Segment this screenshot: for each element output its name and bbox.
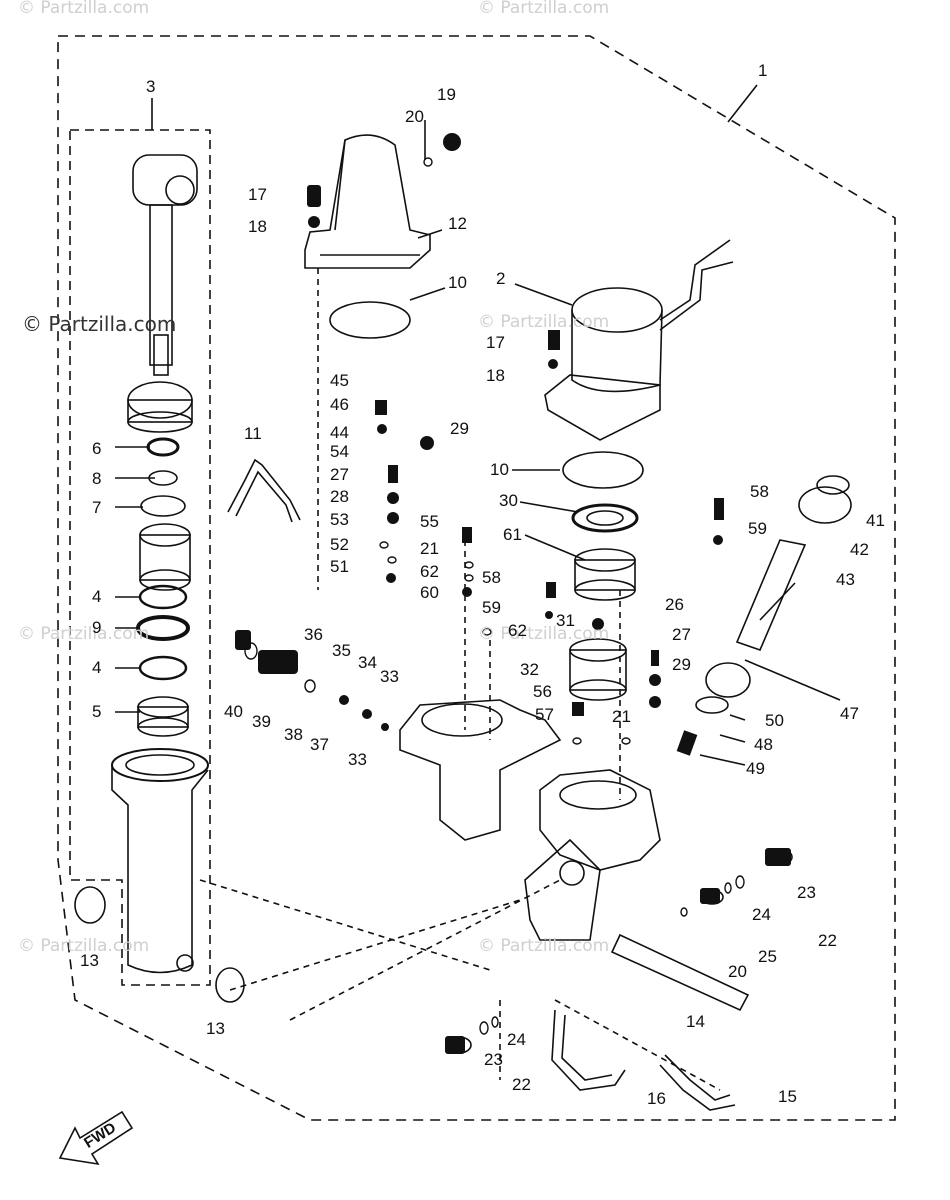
callout: 6 <box>92 439 102 458</box>
cylinder-boundary <box>69 129 211 986</box>
callout: 11 <box>244 424 262 443</box>
callout: 27 <box>330 465 349 484</box>
callout: 1 <box>758 61 768 80</box>
watermark: © Partzilla.com <box>478 0 610 18</box>
callout: 45 <box>330 371 349 390</box>
callout: 50 <box>765 711 784 730</box>
callout: 56 <box>533 682 552 701</box>
callout: 41 <box>866 511 885 530</box>
callout: 8 <box>92 469 102 488</box>
callout: 49 <box>746 759 765 778</box>
callout: 57 <box>535 705 554 724</box>
callout: 10 <box>448 273 467 292</box>
callout: 4 <box>92 587 102 606</box>
watermark: © Partzilla.com <box>18 0 150 18</box>
callout: 36 <box>304 625 323 644</box>
callout: 13 <box>206 1019 225 1038</box>
callout: 52 <box>330 535 349 554</box>
callout: 32 <box>520 660 539 679</box>
callout: 59 <box>748 519 767 538</box>
assembly-boundary <box>57 35 896 1121</box>
callout: 23 <box>797 883 816 902</box>
callout: 26 <box>665 595 684 614</box>
callout: 15 <box>778 1087 797 1106</box>
watermark: © Partzilla.com <box>18 936 150 956</box>
callout: 37 <box>310 735 329 754</box>
callout: 3 <box>146 77 156 96</box>
callout: 17 <box>486 333 505 352</box>
watermark: © Partzilla.com <box>478 312 610 332</box>
callout: 7 <box>92 498 102 517</box>
callout: 61 <box>503 525 522 544</box>
callout: 28 <box>330 487 349 506</box>
callout: 44 <box>330 423 349 442</box>
callout: 53 <box>330 510 349 529</box>
callout: 58 <box>750 482 769 501</box>
callout: 17 <box>248 185 267 204</box>
callout: 4 <box>92 658 102 677</box>
watermark: © Partzilla.com <box>22 312 177 336</box>
callout: 40 <box>224 702 243 721</box>
callout: 29 <box>672 655 691 674</box>
callout: 38 <box>284 725 303 744</box>
callout: 60 <box>420 583 439 602</box>
callout: 20 <box>405 107 424 126</box>
callout: 27 <box>672 625 691 644</box>
callout: 51 <box>330 557 349 576</box>
callout: 25 <box>758 947 777 966</box>
fwd-arrow-icon <box>58 1110 134 1166</box>
callout: 18 <box>248 217 267 236</box>
callout: 54 <box>330 442 349 461</box>
callout: 22 <box>818 931 837 950</box>
callout: 12 <box>448 214 467 233</box>
callout: 9 <box>92 618 102 637</box>
callout: 13 <box>80 951 99 970</box>
callout: 14 <box>686 1012 705 1031</box>
callout: 46 <box>330 395 349 414</box>
callout: 22 <box>512 1075 531 1094</box>
callout: 21 <box>420 539 439 558</box>
callout: 24 <box>507 1030 526 1049</box>
callout: 55 <box>420 512 439 531</box>
callout: 5 <box>92 702 102 721</box>
callout: 35 <box>332 641 351 660</box>
callout: 59 <box>482 598 501 617</box>
callout: 23 <box>484 1050 503 1069</box>
callout: 62 <box>420 562 439 581</box>
callout: 24 <box>752 905 771 924</box>
callout: 16 <box>647 1089 666 1108</box>
callout: 29 <box>450 419 469 438</box>
callout: 34 <box>358 653 377 672</box>
callout: 48 <box>754 735 773 754</box>
callout: 30 <box>499 491 518 510</box>
callout: 19 <box>437 85 456 104</box>
callout: 2 <box>496 269 506 288</box>
watermark: © Partzilla.com <box>18 624 150 644</box>
callout: 47 <box>840 704 859 723</box>
callout: 18 <box>486 366 505 385</box>
callout: 33 <box>380 667 399 686</box>
callout: 43 <box>836 570 855 589</box>
callout: 31 <box>556 611 575 630</box>
callout: 39 <box>252 712 271 731</box>
callout: 10 <box>490 460 509 479</box>
watermark: © Partzilla.com <box>478 624 610 644</box>
callout: 62 <box>508 621 527 640</box>
callout: 42 <box>850 540 869 559</box>
callout: 33 <box>348 750 367 769</box>
callout: 21 <box>612 707 631 726</box>
callout: 20 <box>728 962 747 981</box>
callout: 58 <box>482 568 501 587</box>
watermark: © Partzilla.com <box>478 936 610 956</box>
